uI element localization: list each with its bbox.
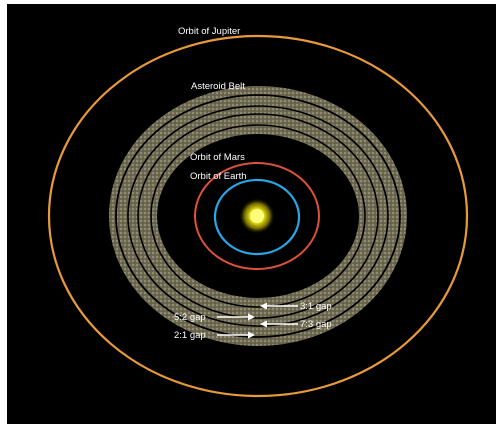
gap-3-1-callout: 3:1 gap (260, 301, 332, 312)
label-gap-7-3: 7:3 gap (300, 319, 332, 330)
kirkwood-gap-5-2 (137, 113, 379, 319)
gap-7-3-callout: 7:3 gap (260, 319, 332, 330)
label-asteroid-belt: Asteroid Belt (191, 81, 245, 92)
label-gap-5-2: 5:2 gap (174, 312, 206, 323)
sun (250, 209, 264, 223)
mars-orbit (194, 162, 320, 270)
asteroid-belt (109, 86, 407, 346)
label-orbit-of-mars: Orbit of Mars (190, 152, 245, 163)
gap-5-2-callout: 5:2 gap (174, 312, 255, 323)
kirkwood-gap-7-3 (127, 105, 389, 327)
label-gap-3-1: 3:1 gap (300, 301, 332, 312)
gap-2-1-callout: 2:1 gap (174, 330, 255, 341)
label-gap-2-1: 2:1 gap (174, 330, 206, 341)
kirkwood-gap-2-1 (115, 94, 401, 338)
kirkwood-gap-3-1 (150, 124, 366, 308)
label-orbit-of-jupiter: Orbit of Jupiter (178, 26, 240, 37)
label-orbit-of-earth: Orbit of Earth (190, 171, 247, 182)
jupiter-orbit (47, 34, 469, 398)
earth-orbit (213, 178, 301, 256)
